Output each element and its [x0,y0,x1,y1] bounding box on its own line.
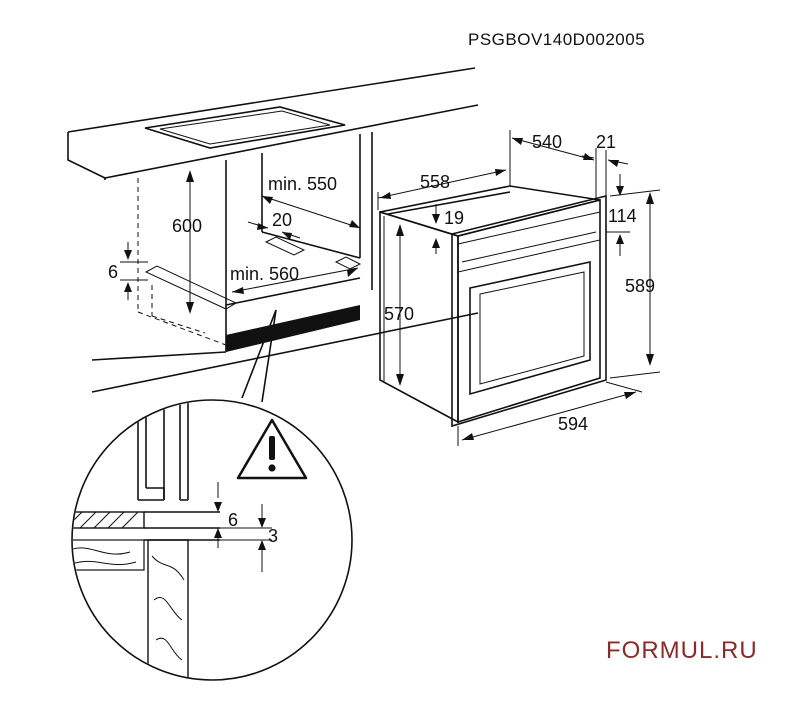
dimension-body-height: 570 [384,224,414,386]
dimension-front-gap: 20 [247,210,301,240]
niche-depth-label: min. 550 [268,174,337,194]
oven-door-window [469,261,591,396]
dimension-total-depth: 558 [377,169,507,210]
dimension-panel-height: 114 [606,174,637,256]
dimension-niche-height: 600 [172,170,202,314]
front-depth-label: 21 [596,132,616,152]
dimension-niche-depth: min. 550 [261,174,361,229]
body-depth-label: 540 [532,132,562,152]
dimension-support-height: 6 [108,242,148,300]
detail-gap-upper-label: 6 [228,510,238,530]
top-offset-label: 19 [444,208,464,228]
niche-height-label: 600 [172,216,202,236]
niche-width-label: min. 560 [230,264,299,284]
dimension-front-width: 594 [457,381,643,446]
dimension-detail-gap-lower: 3 [220,504,278,572]
front-width-label: 594 [558,414,588,434]
dimension-front-height: 589 [609,189,661,379]
total-depth-label: 558 [420,172,450,192]
support-height-label: 6 [108,262,118,282]
warning-triangle-icon [236,418,308,480]
plinth [226,305,360,352]
kitchen-cabinet [67,67,479,393]
hob-outline [144,106,346,149]
dimension-body-depth: 540 [509,130,597,198]
watermark: FORMUL.RU [606,637,758,664]
dimension-front-depth: 21 [581,132,629,196]
dimension-detail-gap-upper: 6 [214,482,238,548]
detail-gap-lower-label: 3 [268,526,278,546]
front-height-label: 589 [625,276,655,296]
control-panel [457,211,601,273]
panel-height-label: 114 [608,206,637,226]
dimension-niche-width: min. 560 [230,264,359,294]
wood-block [147,539,189,679]
front-gap-label: 20 [272,210,292,230]
oven-body [379,185,607,428]
model-code: PSGBOV140D002005 [468,30,645,49]
detail-callout: 6 3 [71,309,353,681]
dimension-top-offset: 19 [432,204,464,254]
body-height-label: 570 [384,304,414,324]
detail-circle [71,399,353,681]
